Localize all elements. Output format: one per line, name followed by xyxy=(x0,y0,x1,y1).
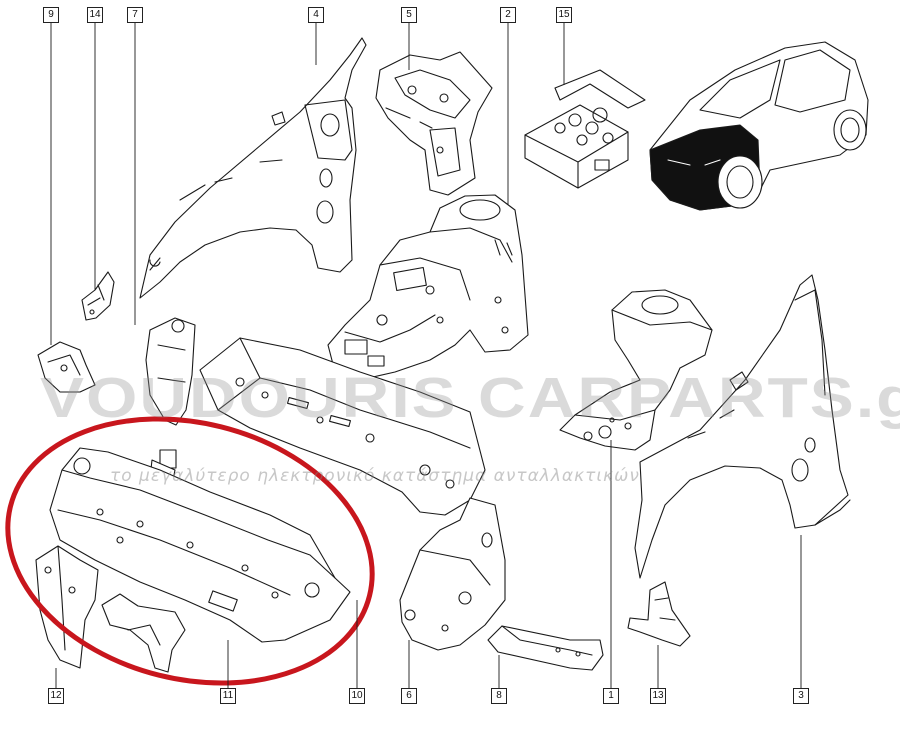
callout-6: 6 xyxy=(401,688,417,704)
front-cross-member-part[interactable] xyxy=(49,447,351,643)
callout-13: 13 xyxy=(650,688,666,704)
hinge-bracket-part[interactable] xyxy=(627,581,691,647)
upper-mount-bracket-part[interactable] xyxy=(375,51,493,196)
vehicle-reference-image xyxy=(649,41,869,211)
vertical-reinforcement-part[interactable] xyxy=(145,317,196,486)
callout-5: 5 xyxy=(401,7,417,23)
upper-cross-member-part[interactable] xyxy=(199,337,486,516)
callout-1: 1 xyxy=(603,688,619,704)
callout-10: 10 xyxy=(349,688,365,704)
front-side-member-assembly-part[interactable] xyxy=(327,194,529,381)
front-right-fender-part[interactable] xyxy=(634,274,851,579)
callout-7: 7 xyxy=(127,7,143,23)
callout-9: 9 xyxy=(43,7,59,23)
callout-4: 4 xyxy=(308,7,324,23)
side-support-panel-part[interactable] xyxy=(399,497,506,651)
callout-15: 15 xyxy=(556,7,572,23)
left-mount-plate-part[interactable] xyxy=(37,341,96,393)
callout-2: 2 xyxy=(500,7,516,23)
highlight-ellipse xyxy=(5,416,375,686)
callout-14: 14 xyxy=(87,7,103,23)
left-lower-bracket-part[interactable] xyxy=(35,545,186,673)
callout-8: 8 xyxy=(491,688,507,704)
callout-3: 3 xyxy=(793,688,809,704)
fastener-kit-box-part[interactable] xyxy=(524,69,646,189)
right-strut-tower-part[interactable] xyxy=(559,289,713,451)
front-left-fender-part[interactable] xyxy=(139,37,367,299)
callout-12: 12 xyxy=(48,688,64,704)
small-bracket-left-part[interactable] xyxy=(81,271,115,321)
lower-plate-part[interactable] xyxy=(487,625,604,671)
leader-lines xyxy=(50,23,802,688)
callout-11: 11 xyxy=(220,688,236,704)
